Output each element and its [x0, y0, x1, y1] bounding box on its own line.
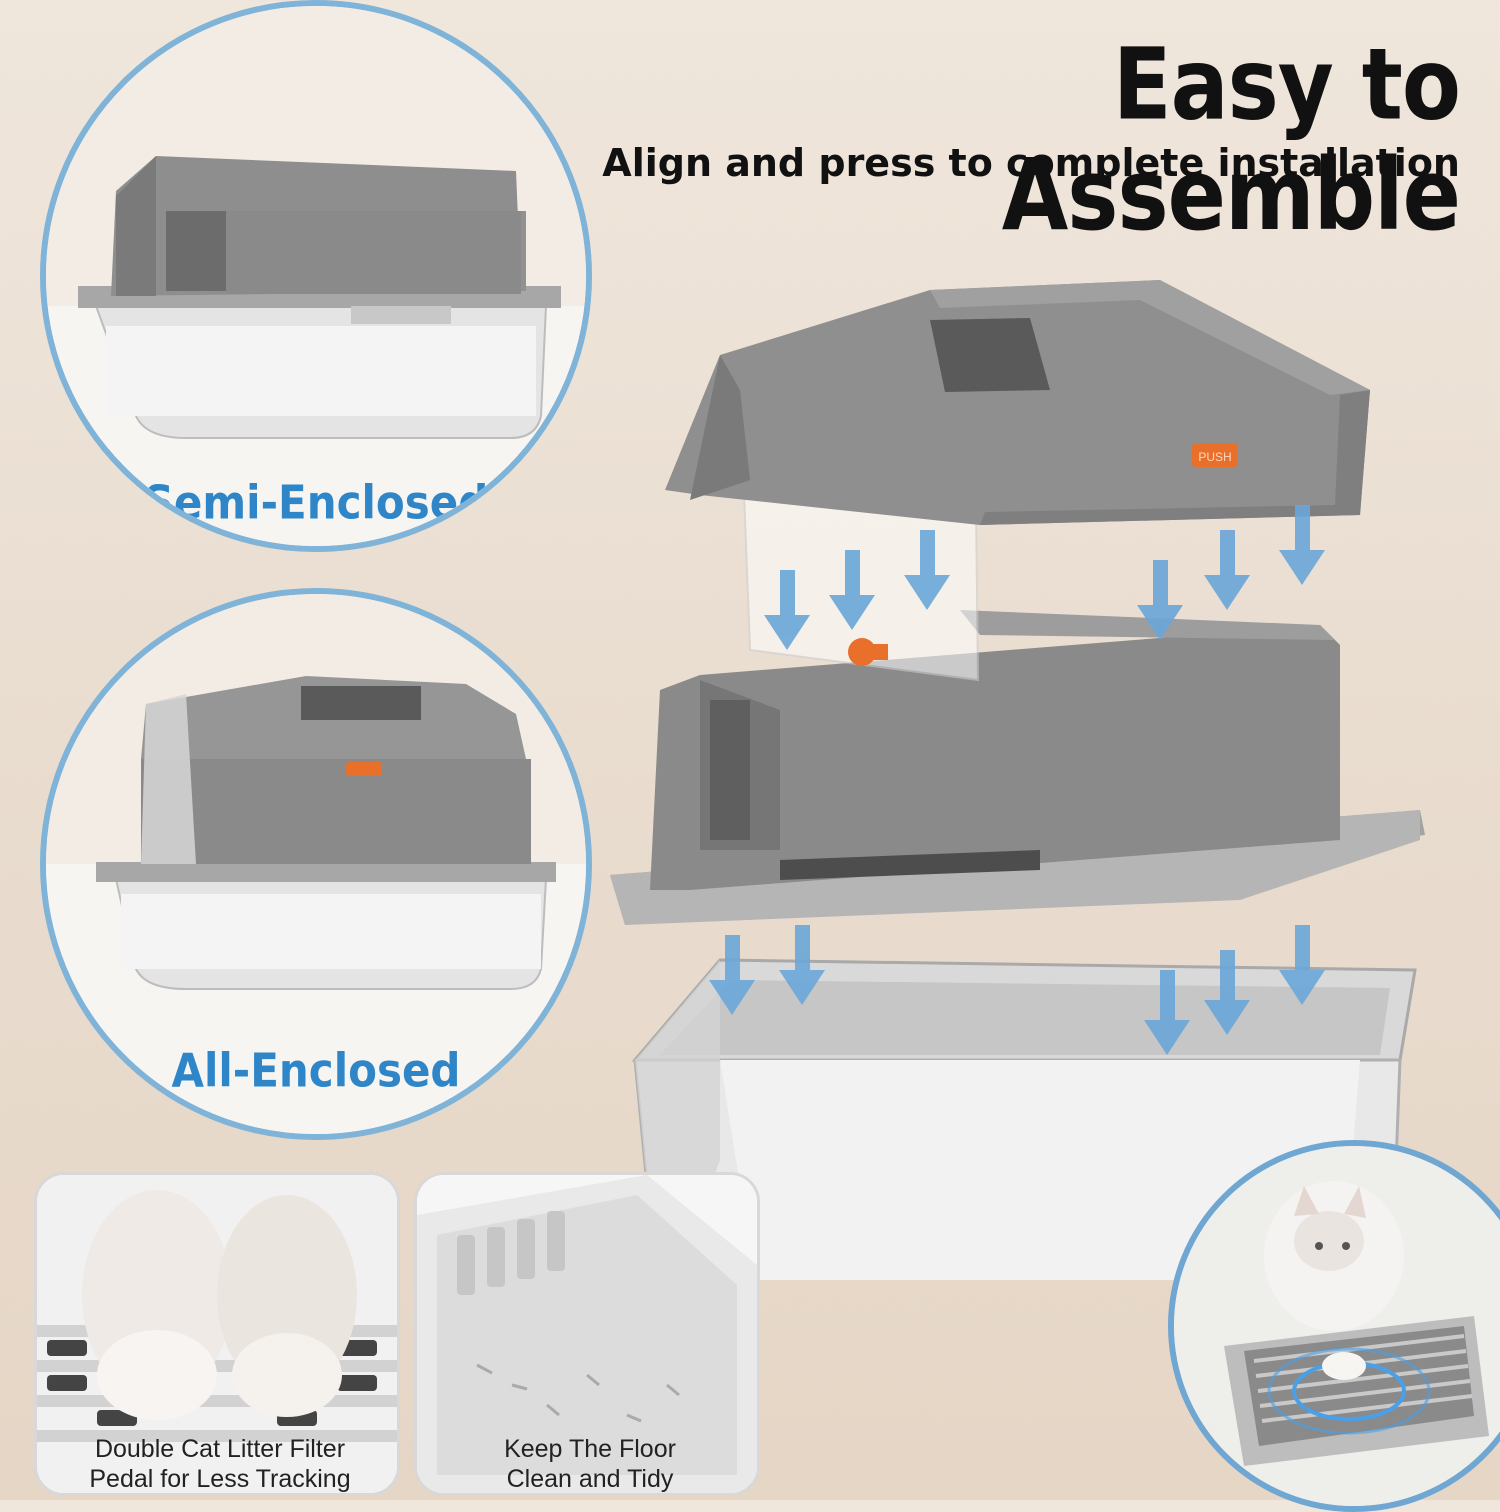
semi-enclosed-label: Semi-Enclosed: [143, 475, 489, 530]
filter-pedal-caption: Double Cat Litter Filter Pedal for Less …: [40, 1434, 400, 1494]
semi-enclosed-product-image: [46, 6, 586, 546]
clean-floor-caption-line2: Clean and Tidy: [506, 1465, 674, 1493]
all-enclosed-product-image: [46, 594, 586, 1134]
filter-pedal-caption-line2: Pedal for Less Tracking: [89, 1465, 351, 1493]
clean-floor-caption-line1: Keep The Floor: [504, 1435, 676, 1463]
all-enclosed-label: All-Enclosed: [171, 1043, 461, 1098]
push-button: [1192, 443, 1238, 467]
middle-frame: [610, 610, 1425, 925]
filter-pedal-caption-line1: Double Cat Litter Filter: [94, 1435, 346, 1463]
all-enclosed-circle: All-Enclosed: [40, 588, 592, 1140]
semi-enclosed-circle: Semi-Enclosed: [40, 0, 592, 552]
clean-floor-caption: Keep The Floor Clean and Tidy: [420, 1434, 760, 1494]
cat-on-pedal-image: [1174, 1146, 1500, 1506]
clean-floor-card: [414, 1172, 760, 1496]
filter-pedal-card: [34, 1172, 400, 1496]
page-subtitle: Align and press to complete installation: [602, 141, 1460, 185]
page-title: Easy to Assemble: [1001, 27, 1461, 254]
paws-on-grid-image: [37, 1175, 397, 1493]
down-arrow-icon: [709, 505, 1325, 1055]
top-lid: [665, 280, 1370, 525]
push-button-text: PUSH: [1198, 450, 1231, 464]
mat-with-litter-image: [417, 1175, 757, 1493]
assembly-illustration: PUSH: [610, 280, 1425, 1280]
